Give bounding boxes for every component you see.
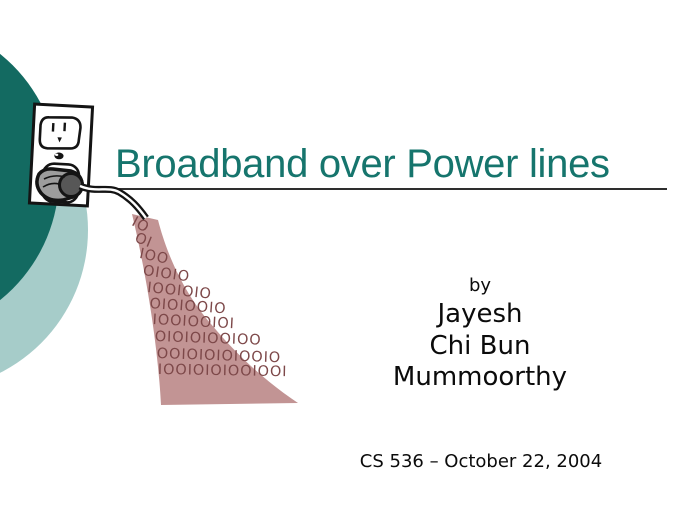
binary-row: IOOIOIOIOOIOOI	[157, 362, 288, 381]
plug-shading-line	[42, 182, 60, 188]
upper-socket	[38, 116, 82, 150]
socket-slot-left	[51, 122, 55, 132]
byline-label: by	[468, 275, 492, 296]
author-name: Jayesh	[437, 299, 523, 329]
author-name: Mummoorthy	[392, 362, 568, 392]
screw-highlight	[54, 153, 59, 156]
author-block: by Jayesh Chi Bun Mummoorthy	[330, 275, 630, 394]
author-name: Chi Bun	[429, 330, 531, 361]
plug-shading-line	[43, 175, 66, 180]
power-outlet-clipart	[27, 102, 149, 221]
socket-ground-hole	[57, 137, 62, 143]
course-date-text: CS 536 – October 22, 2004	[359, 451, 603, 472]
slide-title: Broadband over Power lines	[115, 142, 610, 186]
socket-slot-right	[63, 122, 67, 132]
binary-row: OIOIOIOOIOO	[154, 329, 262, 349]
title-divider-line	[57, 188, 667, 190]
power-cord-core	[79, 184, 147, 219]
author-names: Jayesh Chi Bun Mummoorthy	[330, 299, 630, 394]
binary-stream-wedge	[132, 214, 298, 405]
